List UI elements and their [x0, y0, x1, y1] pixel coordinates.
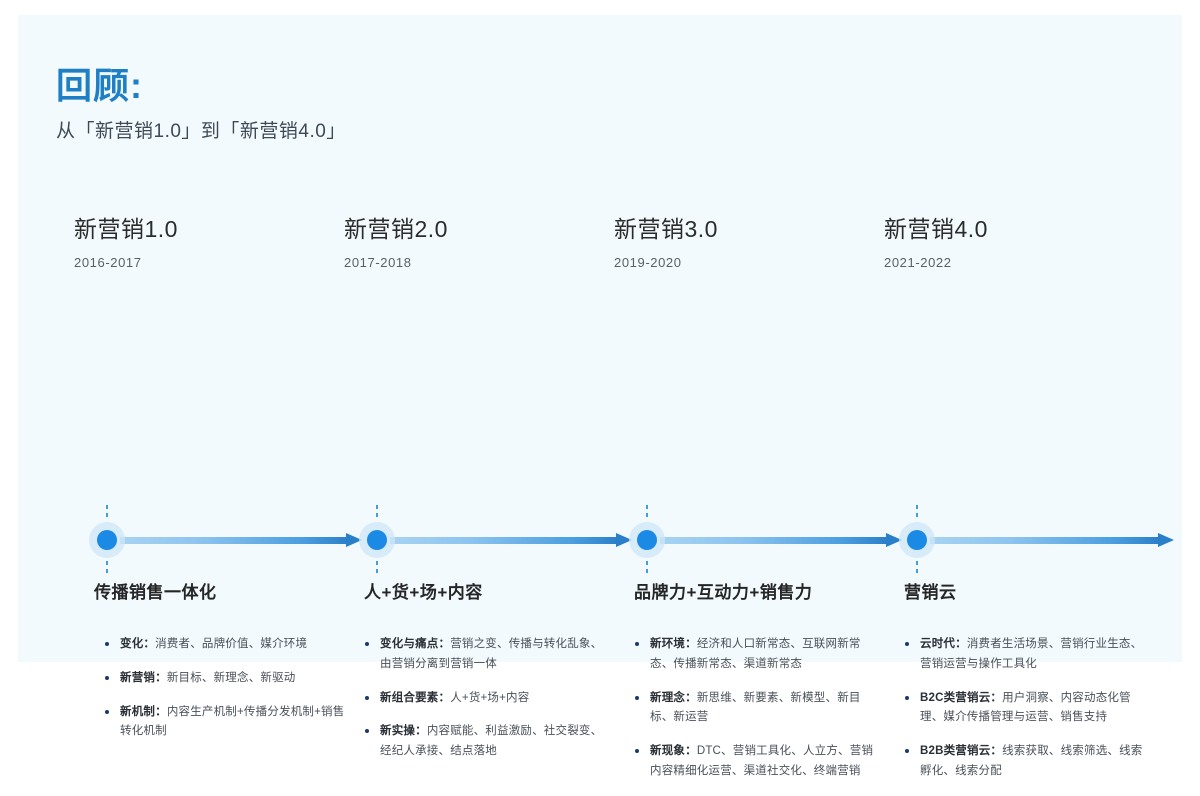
stage-bullets-1: 变化：消费者、品牌价值、媒介环境 新营销：新目标、新理念、新驱动 新机制：内容生… [104, 635, 346, 756]
node-dot-icon [367, 530, 387, 550]
arrow-shaft-icon [660, 537, 888, 544]
slide-header: 回顾: 从「新营销1.0」到「新营销4.0」 [56, 65, 346, 143]
bullet-label: 变化： [120, 638, 156, 650]
stage-years: 2021-2022 [884, 255, 952, 270]
list-item: 云时代：消费者生活场景、营销行业生态、营销运营与操作工具化 [904, 635, 1146, 675]
bullet-label: 新现象： [650, 745, 697, 758]
bullet-text: 营销之变、传播与转化乱象、由营销分离到营销一体 [380, 638, 603, 670]
stage-bullets-3: 新环境：经济和人口新常态、互联网新常态、传播新常态、渠道新常态 新理念：新思维、… [634, 635, 876, 796]
bullet-label: B2C类营销云： [920, 691, 1003, 704]
node-dot-icon [637, 530, 657, 550]
list-item: 新环境：经济和人口新常态、互联网新常态、传播新常态、渠道新常态 [634, 635, 876, 675]
arrow-head-icon [886, 533, 902, 547]
page-title: 回顾: [56, 65, 143, 106]
list-item: 新实操：内容赋能、利益激励、社交裂变、经纪人承接、结点落地 [364, 722, 606, 762]
bullet-dot-icon [635, 642, 639, 646]
bullet-label: 变化与痛点： [380, 638, 451, 650]
bullet-text: 人+货+场+内容 [450, 691, 530, 704]
bullet-text: 新目标、新理念、新驱动 [166, 671, 296, 684]
list-item: 新营销：新目标、新理念、新驱动 [104, 669, 346, 689]
stage-headline-2: 人+货+场+内容 [364, 583, 483, 602]
bullet-dot-icon [905, 749, 909, 754]
node-dot-icon [97, 530, 117, 550]
timeline-arrow-4 [930, 533, 1174, 547]
arrow-head-icon [346, 533, 362, 547]
bullet-label: 新营销： [120, 671, 167, 684]
timeline-section: 新营销1.0 2016-2017 新营销2.0 2017-2018 新营销3.0… [18, 210, 1182, 777]
stage-name: 新营销2.0 [344, 216, 448, 242]
bullet-dot-icon [105, 642, 109, 646]
timeline-node-1 [89, 505, 125, 575]
bullet-dot-icon [635, 749, 639, 754]
bullet-label: B2B类营销云： [920, 745, 1003, 758]
stage-column-3: 新营销3.0 2019-2020 [614, 210, 886, 270]
bullet-dot-icon [105, 709, 109, 714]
arrow-head-icon [1158, 533, 1174, 547]
arrow-shaft-icon [390, 537, 618, 544]
stage-name: 新营销3.0 [614, 216, 718, 242]
slide-canvas: 回顾: 从「新营销1.0」到「新营销4.0」 新营销1.0 2016-2017 … [18, 15, 1182, 777]
dashed-tick-icon [916, 505, 918, 519]
bullet-dot-icon [365, 729, 369, 734]
list-item: B2C类营销云：用户洞察、内容动态化管理、媒介传播管理与运营、销售支持 [904, 689, 1146, 729]
dashed-tick-icon [916, 561, 918, 575]
timeline-node-2 [359, 505, 395, 575]
stage-years: 2017-2018 [344, 255, 412, 270]
stage-years: 2019-2020 [614, 255, 682, 270]
stage-column-2: 新营销2.0 2017-2018 [344, 210, 616, 270]
stage-headline-1: 传播销售一体化 [94, 583, 217, 602]
arrow-shaft-icon [120, 537, 348, 544]
bullet-label: 云时代： [920, 638, 967, 650]
stage-bullets-4: 云时代：消费者生活场景、营销行业生态、营销运营与操作工具化 B2C类营销云：用户… [904, 635, 1146, 796]
dashed-tick-icon [106, 561, 108, 575]
bullet-text: 消费者生活场景、营销行业生态、营销运营与操作工具化 [920, 638, 1143, 670]
timeline-axis [74, 505, 1174, 575]
stage-headline-3: 品牌力+互动力+销售力 [634, 583, 813, 602]
list-item: 变化：消费者、品牌价值、媒介环境 [104, 635, 346, 655]
stage-column-4: 新营销4.0 2021-2022 [884, 210, 1156, 270]
arrow-head-icon [616, 533, 632, 547]
stage-column-1: 新营销1.0 2016-2017 [74, 210, 346, 270]
list-item: 新组合要素：人+货+场+内容 [364, 689, 606, 709]
bullet-dot-icon [365, 642, 369, 646]
bullet-dot-icon [905, 695, 909, 700]
bullet-text: 消费者、品牌价值、媒介环境 [155, 638, 308, 650]
bullet-label: 新实操： [380, 725, 427, 738]
timeline-arrow-3 [660, 533, 902, 547]
list-item: 新理念：新思维、新要素、新模型、新目标、新运营 [634, 689, 876, 729]
bullet-dot-icon [105, 675, 109, 680]
dashed-tick-icon [106, 505, 108, 519]
bullet-dot-icon [365, 695, 369, 700]
stage-bullets-2: 变化与痛点：营销之变、传播与转化乱象、由营销分离到营销一体 新组合要素：人+货+… [364, 635, 606, 776]
dashed-tick-icon [646, 561, 648, 575]
bullet-text: 经济和人口新常态、互联网新常态、传播新常态、渠道新常态 [650, 638, 861, 670]
timeline-node-4 [899, 505, 935, 575]
timeline-arrow-1 [120, 533, 362, 547]
stage-name: 新营销4.0 [884, 216, 988, 242]
stage-years: 2016-2017 [74, 255, 142, 270]
timeline-node-3 [629, 505, 665, 575]
list-item: 变化与痛点：营销之变、传播与转化乱象、由营销分离到营销一体 [364, 635, 606, 675]
bullet-label: 新理念： [650, 691, 697, 704]
list-item: B2B类营销云：线索获取、线索筛选、线索孵化、线索分配 [904, 742, 1146, 782]
page-subtitle: 从「新营销1.0」到「新营销4.0」 [56, 121, 346, 143]
bullet-dot-icon [635, 695, 639, 700]
stage-headline-4: 营销云 [904, 583, 957, 602]
bullet-label: 新环境： [650, 638, 697, 650]
dashed-tick-icon [376, 505, 378, 519]
timeline-arrow-2 [390, 533, 632, 547]
dashed-tick-icon [376, 561, 378, 575]
bullet-label: 新机制： [120, 705, 167, 718]
list-item: 新现象：DTC、营销工具化、人立方、营销内容精细化运营、渠道社交化、终端营销 [634, 742, 876, 782]
dashed-tick-icon [646, 505, 648, 519]
bullet-dot-icon [905, 642, 909, 646]
stage-name: 新营销1.0 [74, 216, 178, 242]
arrow-shaft-icon [930, 537, 1160, 544]
node-dot-icon [907, 530, 927, 550]
list-item: 新机制：内容生产机制+传播分发机制+销售转化机制 [104, 703, 346, 743]
bullet-label: 新组合要素： [380, 691, 451, 704]
